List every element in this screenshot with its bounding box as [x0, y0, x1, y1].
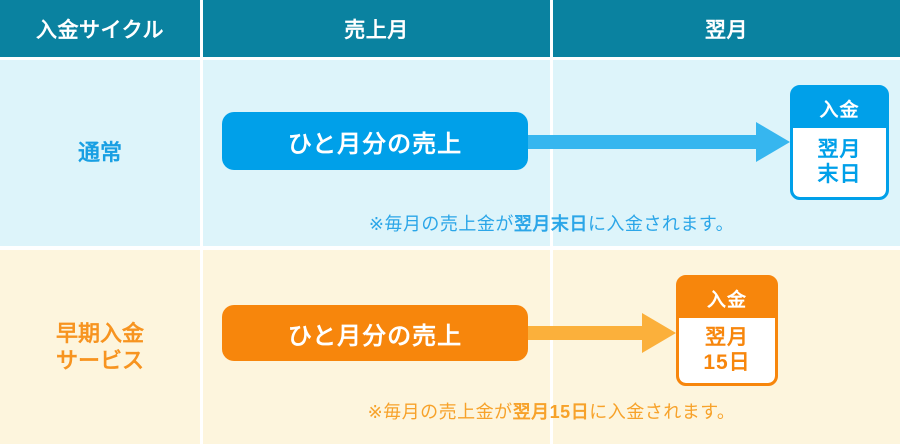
column-divider-normal — [550, 60, 553, 246]
payout-timing-early-line2: 15日 — [703, 350, 751, 374]
row-label-normal-text: 通常 — [77, 140, 122, 166]
sales-bar-early-label: ひと月分の売上 — [287, 322, 463, 350]
row-label-early: 早期入金 サービス — [0, 250, 200, 444]
payout-box-normal: 入金 翌月 末日 — [790, 85, 889, 200]
payout-timing-normal: 翌月 末日 — [793, 128, 886, 197]
row-content-early: ひと月分の売上 入金 翌月 15日 ※毎月の売上金が翌月15日に入金されます。 — [203, 250, 900, 444]
note-early: ※毎月の売上金が翌月15日に入金されます。 — [203, 398, 900, 424]
sales-bar-early: ひと月分の売上 — [222, 305, 528, 361]
payout-box-early: 入金 翌月 15日 — [676, 275, 778, 386]
arrow-shaft — [528, 326, 646, 340]
note-early-emphasis: 翌月15日 — [512, 402, 590, 422]
arrow-shaft — [528, 135, 760, 149]
payout-timing-normal-line2: 末日 — [817, 162, 862, 186]
note-early-suffix: に入金されます。 — [589, 402, 736, 422]
payout-timing-early: 翌月 15日 — [679, 318, 775, 383]
header-cell-sales-month: 売上月 — [203, 0, 550, 57]
note-early-prefix: ※毎月の売上金が — [367, 402, 513, 422]
note-normal-prefix: ※毎月の売上金が — [368, 214, 514, 234]
note-normal: ※毎月の売上金が翌月末日に入金されます。 — [203, 210, 900, 236]
table-row-normal: 通常 ひと月分の売上 入金 翌月 末日 ※毎月 — [0, 60, 900, 246]
header-label-next-month: 翌月 — [705, 18, 748, 42]
header-cell-cycle: 入金サイクル — [0, 0, 200, 57]
row-content-normal: ひと月分の売上 入金 翌月 末日 ※毎月の売上金が翌月末日に入金されます。 — [203, 60, 900, 246]
row-label-normal: 通常 — [0, 60, 200, 246]
arrow-head — [642, 313, 676, 353]
header-cell-next-month: 翌月 — [553, 0, 900, 57]
sales-bar-normal: ひと月分の売上 — [222, 112, 528, 170]
payout-timing-early-line1: 翌月 — [704, 325, 749, 349]
arrow-head — [756, 122, 790, 162]
table-row-early: 早期入金 サービス ひと月分の売上 入金 翌月 15日 — [0, 250, 900, 444]
sales-bar-normal-label: ひと月分の売上 — [287, 130, 463, 158]
payout-timing-normal-line1: 翌月 — [817, 137, 862, 161]
row-label-early-line2: サービス — [55, 348, 144, 373]
note-normal-suffix: に入金されます。 — [587, 214, 735, 234]
note-normal-emphasis: 翌月末日 — [513, 214, 588, 234]
row-label-early-line1: 早期入金 — [55, 320, 144, 346]
payout-caption-early: 入金 — [679, 278, 775, 318]
column-divider-early — [550, 250, 553, 444]
payout-caption-normal: 入金 — [793, 88, 886, 128]
header-label-sales-month: 売上月 — [344, 18, 409, 42]
header-label-cycle: 入金サイクル — [36, 18, 164, 42]
table-header-row: 入金サイクル 売上月 翌月 — [0, 0, 900, 57]
